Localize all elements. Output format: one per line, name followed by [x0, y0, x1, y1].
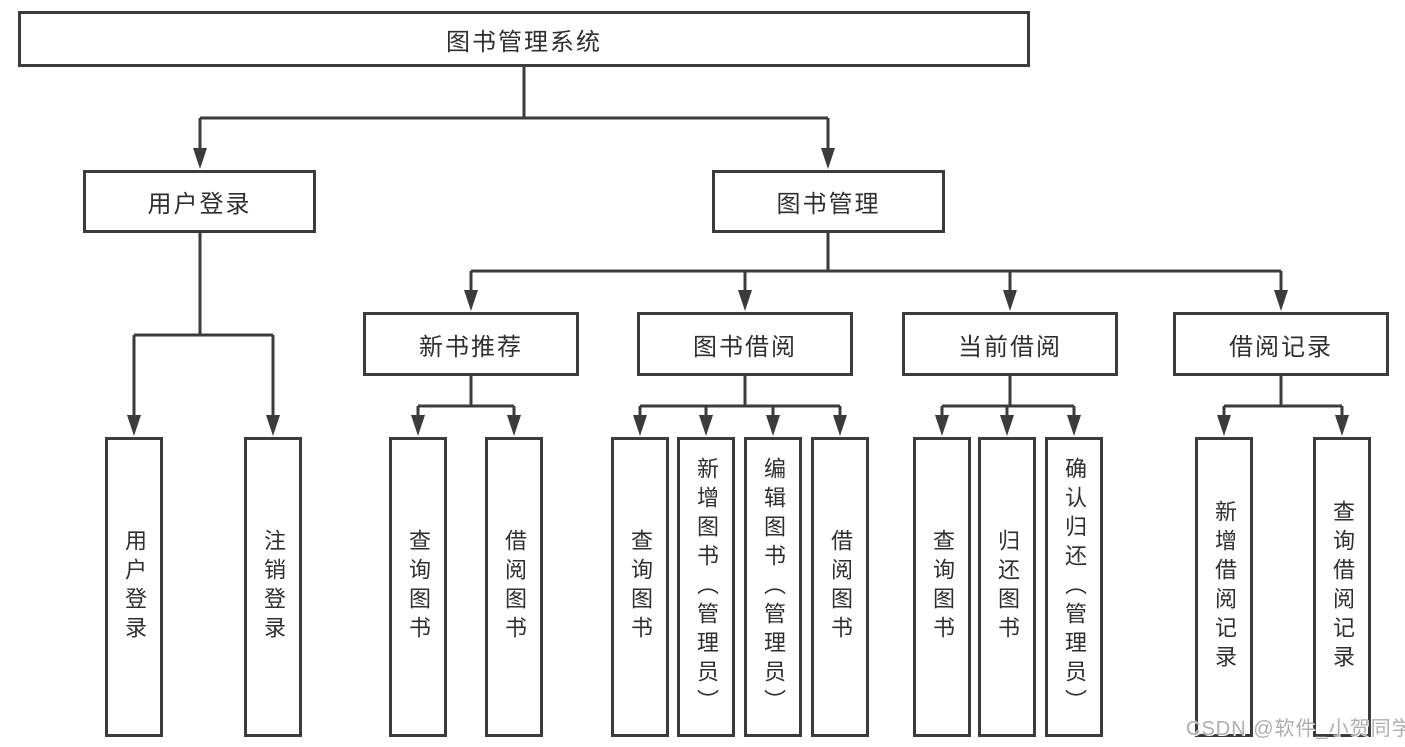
csdn-watermark: CSDN @软件_小贺同学: [1186, 718, 1405, 740]
leaf-return-books: 归还图书: [978, 437, 1036, 737]
leaf-add-books-admin: 新增图书（管理员）: [677, 437, 735, 737]
arrowhead-icons: [127, 148, 1349, 436]
node-book-management: 图书管理: [712, 170, 945, 233]
leaf-label: 借阅图书: [502, 529, 527, 645]
leaf-label: 编辑图书（管理员）: [761, 456, 786, 718]
node-label: 用户登录: [147, 191, 252, 218]
leaf-confirm-return-admin: 确认归还（管理员）: [1045, 437, 1103, 737]
leaf-label: 查询图书: [930, 529, 955, 645]
node-label: 图书管理: [776, 191, 881, 218]
leaf-borrow-books: 借阅图书: [811, 437, 869, 737]
leaf-query-books-current: 查询图书: [913, 437, 971, 737]
leaf-label: 注销登录: [261, 529, 286, 645]
node-label: 图书管理系统: [446, 28, 602, 56]
leaf-label: 新增借阅记录: [1212, 500, 1237, 674]
node-user-login: 用户登录: [83, 170, 316, 233]
leaf-query-books-recommend: 查询图书: [389, 437, 447, 737]
node-label: 当前借阅: [958, 333, 1062, 361]
leaf-query-books-borrow: 查询图书: [611, 437, 669, 737]
node-label: 图书借阅: [693, 333, 797, 361]
leaf-edit-books-admin: 编辑图书（管理员）: [744, 437, 802, 737]
node-label: 新书推荐: [419, 333, 523, 361]
leaf-label: 借阅图书: [828, 529, 853, 645]
leaf-label: 用户登录: [122, 529, 147, 645]
node-current-borrowing: 当前借阅: [902, 312, 1118, 376]
leaf-user-login: 用户登录: [105, 437, 163, 737]
node-book-borrowing: 图书借阅: [637, 312, 853, 376]
leaf-label: 查询图书: [406, 529, 431, 645]
node-library-management-system: 图书管理系统: [18, 11, 1030, 67]
leaf-borrow-books-recommend: 借阅图书: [485, 437, 543, 737]
node-borrowing-records: 借阅记录: [1173, 312, 1389, 376]
leaf-add-borrow-record: 新增借阅记录: [1195, 437, 1253, 737]
node-new-book-recommendation: 新书推荐: [363, 312, 579, 376]
leaf-label: 归还图书: [995, 529, 1020, 645]
leaf-logout-login: 注销登录: [244, 437, 302, 737]
leaf-label: 查询图书: [628, 529, 653, 645]
leaf-query-borrow-record: 查询借阅记录: [1313, 437, 1371, 737]
node-label: 借阅记录: [1229, 333, 1333, 361]
leaf-label: 确认归还（管理员）: [1062, 456, 1087, 718]
leaf-label: 新增图书（管理员）: [694, 456, 719, 718]
leaf-label: 查询借阅记录: [1330, 500, 1355, 674]
